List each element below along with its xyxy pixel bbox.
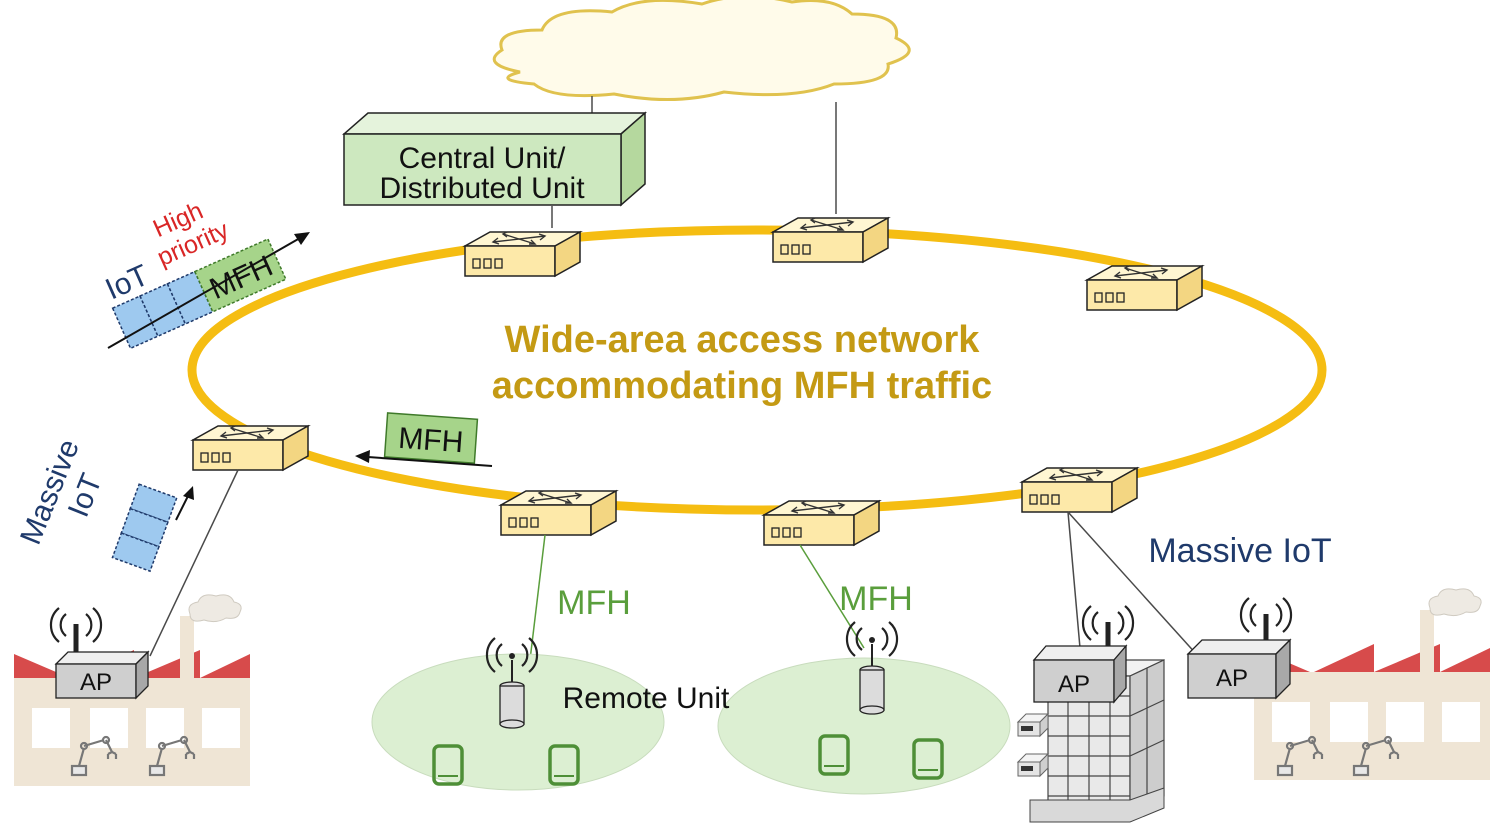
central-unit-label-line2: Distributed Unit: [379, 172, 585, 205]
ap-right-label: AP: [1216, 665, 1248, 692]
massive-iot-left: Massive IoT: [14, 435, 194, 573]
network-title-line2: accommodating MFH traffic: [492, 365, 992, 407]
access-links: [149, 469, 1199, 657]
switch-icon: [192, 425, 309, 471]
cloud-icon: [492, 0, 911, 102]
cloud-links: [551, 96, 837, 228]
remote-unit-label: Remote Unit: [563, 682, 730, 715]
ap-right: AP: [1186, 596, 1293, 700]
switch-icon: [500, 490, 617, 536]
switch-icon: [464, 231, 581, 277]
mfh-link-label-1: MFH: [557, 584, 631, 622]
ap-left-label: AP: [80, 669, 112, 696]
ap-left: AP: [49, 606, 150, 700]
central-unit-label-line1: Central Unit/: [399, 142, 566, 175]
coverage-area: [717, 657, 1011, 795]
switch-icon: [1086, 265, 1203, 311]
remote-unit-1: [485, 636, 539, 729]
ap-building: AP: [1032, 604, 1135, 704]
mfh-links: [529, 534, 865, 661]
network-title-line1: Wide-area access network: [505, 319, 981, 361]
server-icon: [1017, 713, 1049, 737]
switch-icon: [1021, 467, 1138, 513]
switch-icon: [763, 500, 880, 546]
central-unit-box: Central Unit/ Distributed Unit: [342, 111, 647, 207]
mfh-link-label-2: MFH: [839, 580, 913, 618]
ring-mfh-label: MFH: [397, 422, 464, 459]
priority-legend: MFH IoT High priority: [101, 197, 310, 350]
server-icon: [1017, 753, 1049, 777]
ring-mfh-packet: MFH: [355, 412, 493, 467]
switch-icon: [772, 217, 889, 263]
access-network-ring: [187, 225, 1327, 515]
ap-building-label: AP: [1058, 671, 1090, 698]
massive-iot-right-label: Massive IoT: [1148, 532, 1331, 570]
remote-unit-2: [845, 620, 899, 715]
